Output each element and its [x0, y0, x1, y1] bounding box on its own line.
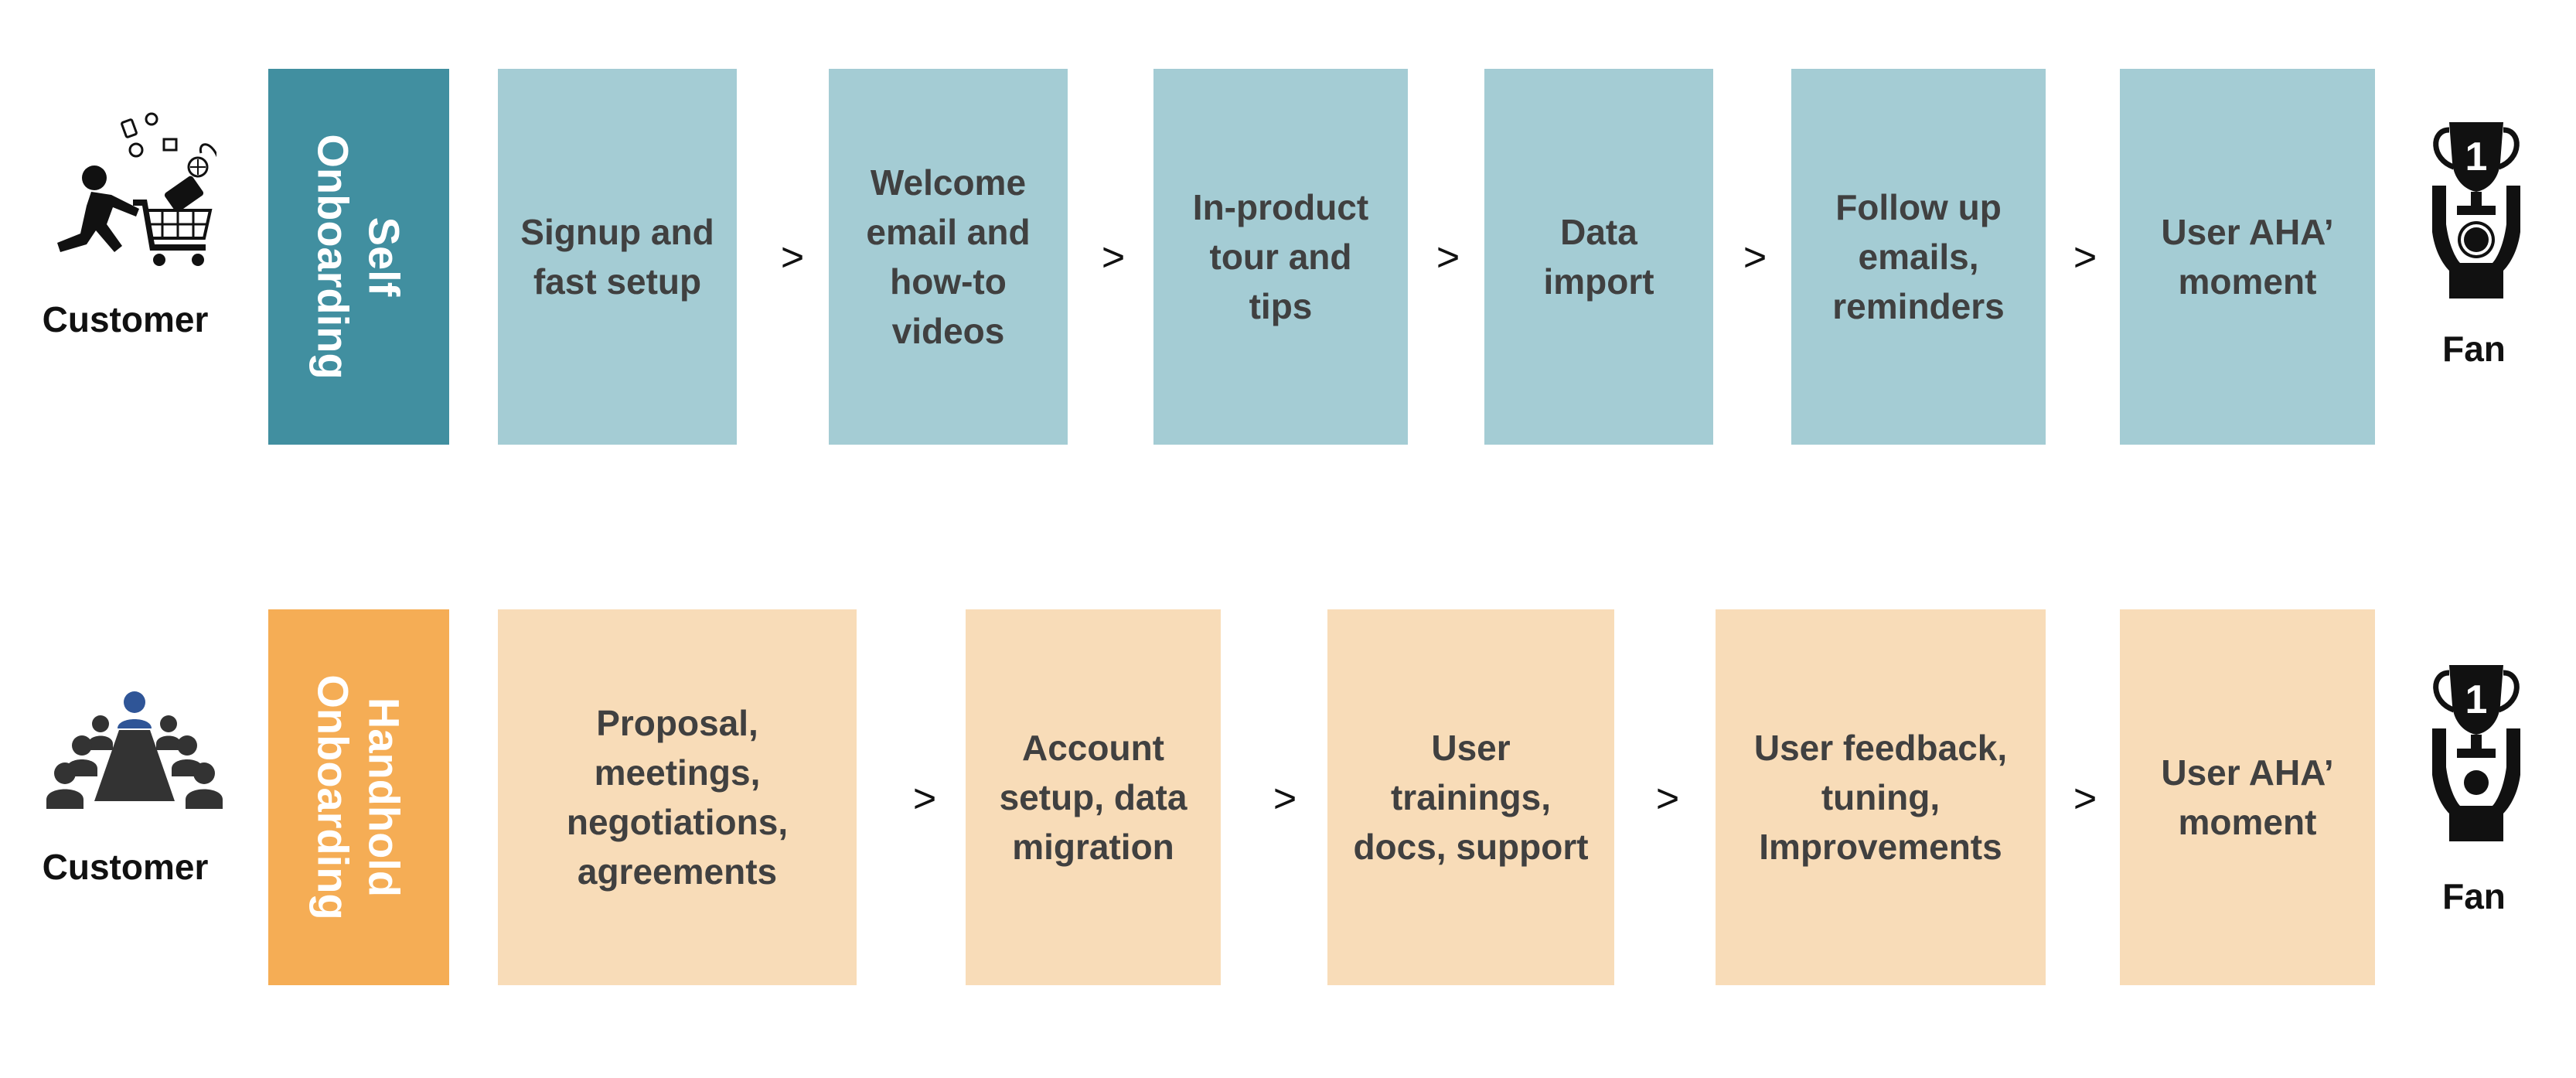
shopping-cart-customer-icon — [57, 112, 216, 266]
step-user-trainings-docs-support: User trainings, docs, support — [1327, 609, 1614, 985]
step-data-import: Data import — [1484, 69, 1713, 445]
svg-text:1: 1 — [2465, 135, 2488, 179]
fan-label: Fan — [2442, 329, 2506, 369]
step-account-setup-data-migration: Account setup, data migration — [966, 609, 1221, 985]
self-onboarding-lane-label: Self Onboarding — [268, 69, 449, 445]
step-separator: > — [2073, 235, 2097, 280]
customer-label: Customer — [42, 299, 209, 339]
trophy-fan-icon: 1 — [2432, 665, 2520, 841]
step-separator: > — [912, 776, 937, 821]
step-in-product-tour-and-tips: In-product tour and tips — [1153, 69, 1408, 445]
meeting-table-customer-icon — [46, 691, 223, 809]
step-separator: > — [1101, 235, 1126, 280]
handhold-onboarding-lane-label: Handhold Onboarding — [268, 609, 449, 985]
step-user-feedback-tuning: User feedback, tuning, Improvements — [1716, 609, 2046, 985]
customer-label: Customer — [42, 847, 209, 887]
step-welcome-email-and-videos: Welcome email and how-to videos — [829, 69, 1068, 445]
step-separator: > — [1743, 235, 1767, 280]
step-separator: > — [780, 235, 805, 280]
fan-label: Fan — [2442, 876, 2506, 916]
trophy-fan-icon: 1 — [2432, 122, 2520, 298]
step-user-aha-moment: User AHA’ moment — [2120, 609, 2375, 985]
step-user-aha-moment: User AHA’ moment — [2120, 69, 2375, 445]
step-separator: > — [1436, 235, 1460, 280]
step-separator: > — [2073, 776, 2097, 821]
svg-text:1: 1 — [2465, 677, 2488, 722]
step-follow-up-emails: Follow up emails, reminders — [1791, 69, 2046, 445]
step-signup-and-fast-setup: Signup and fast setup — [498, 69, 737, 445]
step-separator: > — [1273, 776, 1297, 821]
step-separator: > — [1655, 776, 1680, 821]
step-proposal-meetings: Proposal, meetings, negotiations, agreem… — [498, 609, 857, 985]
